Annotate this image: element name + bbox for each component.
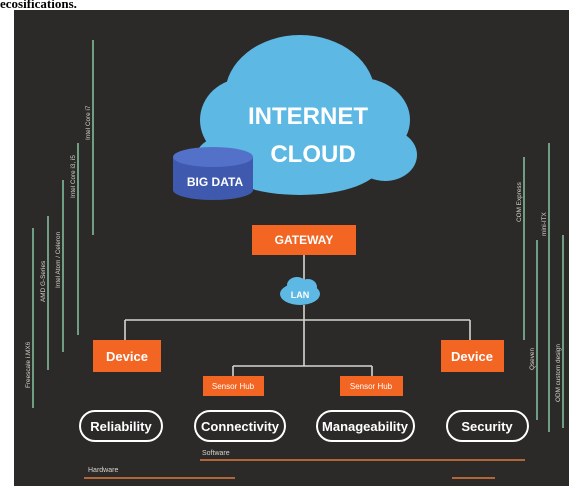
sensor-hub-box-right (340, 376, 403, 396)
hardware-label: Hardware (88, 467, 118, 474)
pillar-label-connectivity: Connectivity (201, 419, 280, 434)
gateway-label: GATEWAY (275, 233, 334, 247)
sensor-hub-label-right: Sensor Hub (350, 382, 393, 391)
label-intel-atom-celeron: Intel Atom / Celeron (55, 231, 62, 288)
cloud-title-line1: INTERNET (248, 103, 368, 130)
pillar-outlines (79, 410, 529, 442)
cloud-title-line2: CLOUD (270, 141, 355, 168)
gateway-box (252, 225, 356, 255)
lan-label: LAN (291, 290, 310, 300)
device-box-right (441, 340, 504, 372)
left-spine-lines (32, 40, 94, 408)
label-intel-core-i3-i5: Intel Core i3, i5 (70, 155, 77, 198)
pillar-manageability (316, 410, 415, 442)
device-label-right: Device (451, 349, 493, 364)
lan-cloud-shape (280, 277, 320, 305)
header-caption: ecosifications. (0, 0, 77, 11)
connector-lines (124, 255, 471, 376)
pillar-label-manageability: Manageability (322, 419, 409, 434)
label-intel-core-i7: Intel Core i7 (85, 105, 92, 140)
label-freescale-imx6: Freescale i.MX6 (25, 341, 32, 388)
pillar-security (446, 410, 529, 442)
label-mini-itx: mini-ITX (541, 211, 548, 236)
right-spine-lines (523, 143, 564, 432)
big-data-database-icon (173, 147, 253, 200)
label-qseven: Qseven (529, 348, 536, 370)
label-com-express: COM Express (516, 182, 523, 222)
pillar-label-reliability: Reliability (90, 419, 152, 434)
device-box-left (93, 340, 161, 372)
software-label: Software (202, 450, 230, 457)
label-odm-custom-design: ODM custom design (555, 344, 562, 402)
pillar-connectivity (194, 410, 286, 442)
device-label-left: Device (106, 349, 148, 364)
sensor-hub-box-left (203, 376, 264, 396)
label-amd-g-series: AMD G-Series (40, 261, 47, 302)
pillar-reliability (79, 410, 163, 442)
pillar-label-security: Security (461, 419, 513, 434)
big-data-label: BIG DATA (187, 175, 244, 189)
sensor-hub-label-left: Sensor Hub (212, 382, 255, 391)
